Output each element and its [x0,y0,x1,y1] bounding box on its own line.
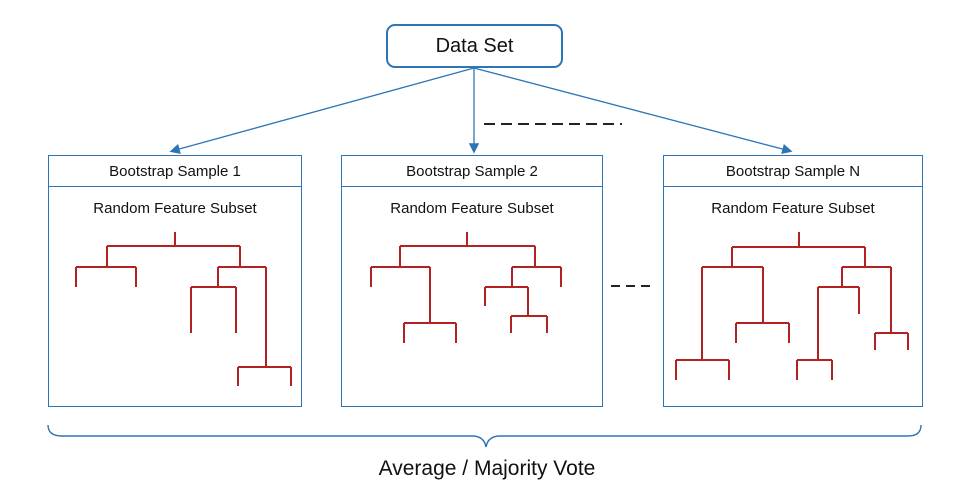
bootstrap-sample-1-title: Bootstrap Sample 1 [49,156,301,187]
bootstrap-sample-n-subtitle: Random Feature Subset [711,200,875,217]
arrow-to-sample-1 [169,67,475,154]
bootstrap-sample-2-subtitle: Random Feature Subset [390,200,554,217]
bootstrap-sample-n-box: Bootstrap Sample N Random Feature Subset [663,155,923,407]
data-set-node: Data Set [386,24,563,68]
bootstrap-sample-n-title: Bootstrap Sample N [664,156,922,187]
arrow-to-sample-n [473,67,793,155]
arrows [169,67,793,155]
data-set-label: Data Set [435,34,514,57]
curly-brace [47,424,922,448]
bootstrap-sample-2-box: Bootstrap Sample 2 Random Feature Subset [341,155,603,407]
bootstrap-sample-1-box: Bootstrap Sample 1 Random Feature Subset [48,155,302,407]
bootstrap-sample-2-title: Bootstrap Sample 2 [342,156,602,187]
bootstrap-sample-1-subtitle: Random Feature Subset [93,200,257,217]
aggregation-label: Average / Majority Vote [378,457,596,480]
